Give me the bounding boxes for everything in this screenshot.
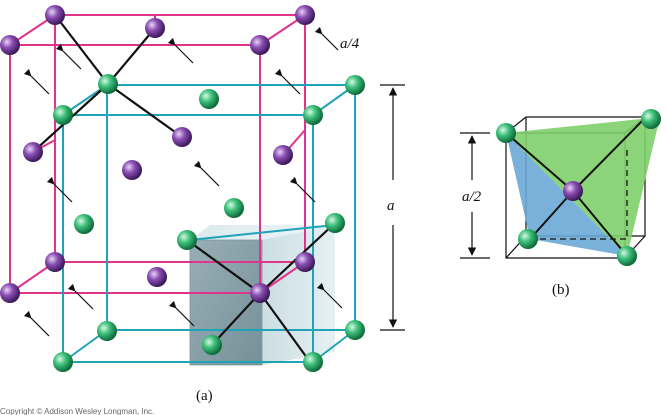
purple-atom <box>250 283 270 303</box>
purple-atoms <box>0 5 315 303</box>
dimension-a-over-2 <box>460 132 490 259</box>
purple-atom <box>45 5 65 25</box>
purple-atom <box>147 267 167 287</box>
caption-panel-b: (b) <box>552 282 570 298</box>
magenta-lattice <box>9 14 306 294</box>
tetra-face-green <box>506 117 660 256</box>
bonds <box>32 14 336 363</box>
purple-atom <box>45 252 65 272</box>
green-atom <box>74 214 94 234</box>
green-atom <box>224 198 244 218</box>
green-atom <box>98 74 118 94</box>
copyright-notice: Copyright © Addison Wesley Longman, Inc. <box>0 407 154 415</box>
green-atom <box>97 321 117 341</box>
green-atom <box>641 109 661 129</box>
green-atom <box>345 320 365 340</box>
panel-a: a/4 a (a) <box>0 5 405 404</box>
green-atom <box>177 230 197 250</box>
label-a-over-2: a/2 <box>462 189 482 205</box>
purple-atom <box>122 160 142 180</box>
green-atom <box>345 75 365 95</box>
purple-atom <box>172 127 192 147</box>
purple-atom <box>250 35 270 55</box>
purple-atom <box>295 252 315 272</box>
purple-atom <box>563 181 583 201</box>
green-atom <box>303 352 323 372</box>
green-atom <box>518 229 538 249</box>
hidden-edges <box>530 150 628 240</box>
green-atom <box>53 105 73 125</box>
purple-atom <box>295 5 315 25</box>
green-atom <box>199 89 219 109</box>
green-atom <box>202 335 222 355</box>
panel-b: a/2 (b) <box>460 109 661 298</box>
green-atom <box>53 352 73 372</box>
dimension-a <box>380 84 405 331</box>
purple-atom <box>0 283 20 303</box>
label-a: a <box>387 198 395 214</box>
green-atom <box>617 246 637 266</box>
purple-atom <box>0 35 20 55</box>
green-atom <box>325 213 345 233</box>
tetra-bonds <box>505 116 647 257</box>
green-atom <box>303 105 323 125</box>
purple-atom <box>273 145 293 165</box>
purple-atom <box>23 142 43 162</box>
purple-atom <box>145 18 165 38</box>
caption-panel-a: (a) <box>196 388 213 404</box>
label-a-over-4: a/4 <box>340 36 360 52</box>
green-atoms <box>53 74 365 372</box>
green-atom <box>496 123 516 143</box>
displacement-arrows <box>23 26 343 337</box>
